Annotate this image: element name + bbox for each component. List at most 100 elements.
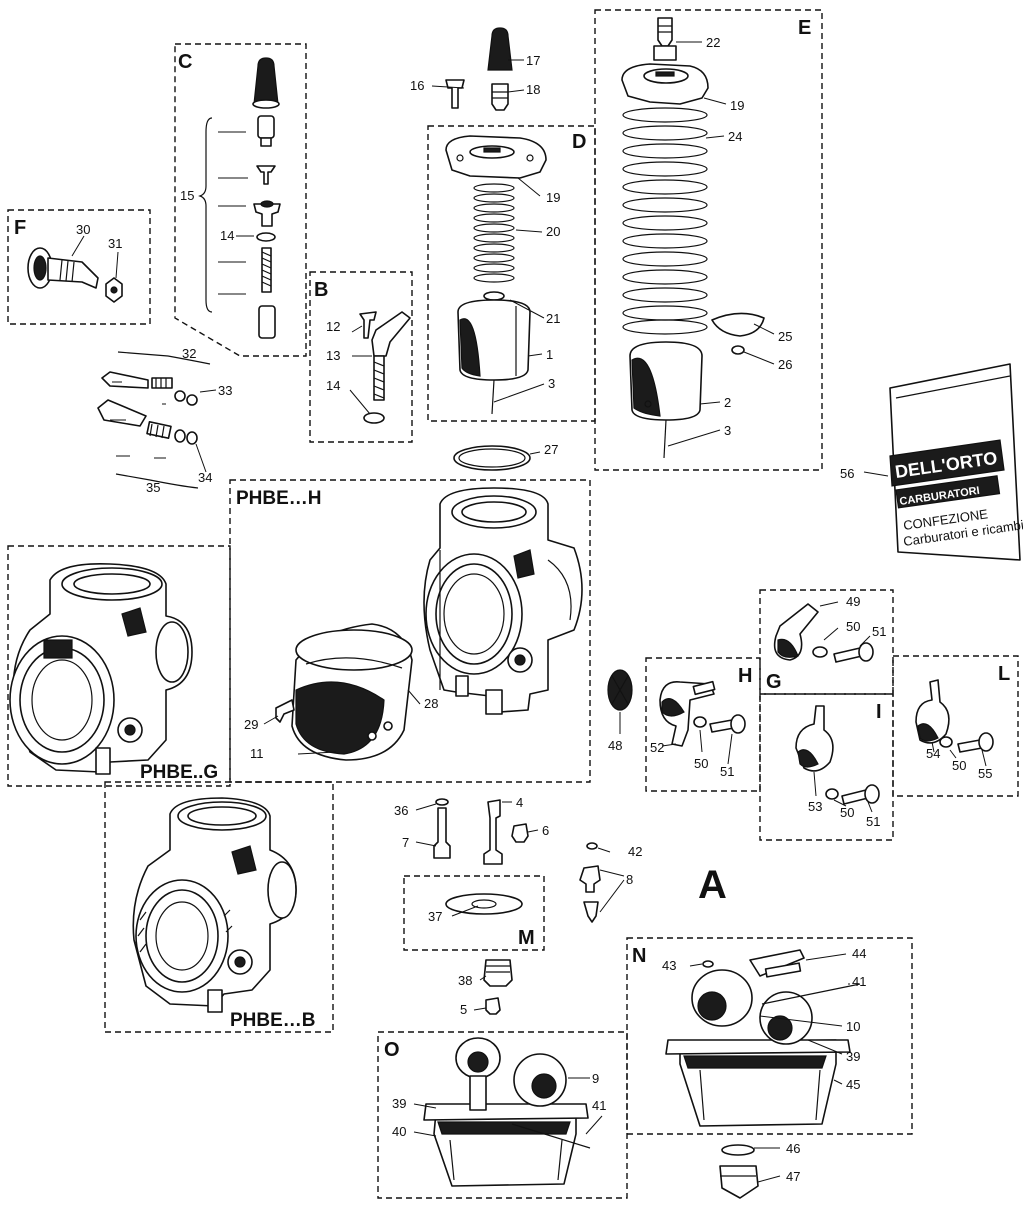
- part-15: 15: [180, 188, 194, 203]
- part-34: 34: [198, 470, 212, 485]
- float-bowl-n: [665, 949, 861, 1127]
- parts-bag-56: DELL'ORTO CARBURATORI CONFEZIONE Carbura…: [863, 363, 1023, 561]
- part-31: 31: [108, 236, 122, 251]
- part-3a: 3: [548, 376, 555, 391]
- part-44: 44: [852, 946, 866, 961]
- choke-o-ring: [256, 232, 276, 242]
- part-41b: 41: [852, 974, 866, 989]
- part-51a: 51: [872, 624, 886, 639]
- gasket-46: [721, 1144, 755, 1156]
- part-39a: 39: [392, 1096, 406, 1111]
- float-pin-41b: [761, 983, 861, 1005]
- part-38: 38: [458, 973, 472, 988]
- part-39b: 39: [846, 1049, 860, 1064]
- bolt-51a: [833, 647, 863, 663]
- part-25: 25: [778, 329, 792, 344]
- model-label-phbe-b: PHBE…B: [230, 1010, 316, 1031]
- box-g: [759, 589, 894, 695]
- part-37: 37: [428, 909, 442, 924]
- mixture-screw-33: [101, 371, 149, 389]
- part-51c: 51: [866, 814, 880, 829]
- clip-26: [731, 345, 745, 355]
- group-boxes: [7, 9, 1019, 1199]
- part-10: 10: [846, 1019, 860, 1034]
- label-f: F: [14, 217, 26, 239]
- drain-plug-47: [719, 1165, 759, 1199]
- model-label-phbe-g: PHBE..G: [140, 762, 218, 783]
- part-1: 1: [546, 347, 553, 362]
- carb-body-phbe-g: [9, 563, 193, 775]
- box-f: [7, 209, 151, 325]
- label-h: H: [738, 665, 752, 687]
- part-50a: 50: [846, 619, 860, 634]
- part-14b: 14: [326, 378, 340, 393]
- screw-16: [445, 79, 465, 109]
- carb-body-phbe-b: [132, 797, 297, 1013]
- label-i: I: [876, 701, 882, 723]
- needle-3b: [663, 419, 667, 459]
- box-letter-labels: C B F D E G H I L M N O: [14, 17, 1010, 1061]
- washer-50a: [812, 646, 828, 658]
- part-27: 27: [544, 442, 558, 457]
- part-51b: 51: [720, 764, 734, 779]
- label-g: G: [766, 671, 782, 693]
- cable-boot-17: [487, 27, 513, 71]
- choke-plunger: [258, 305, 276, 339]
- mixture-screw-34: [97, 399, 147, 427]
- part-45: 45: [846, 1077, 860, 1092]
- part-55: 55: [978, 766, 992, 781]
- part-4: 4: [516, 795, 523, 810]
- seat-38: [483, 959, 513, 987]
- part-49: 49: [846, 594, 860, 609]
- choke-nut: [257, 115, 275, 139]
- filter-48: [607, 669, 633, 734]
- float-pin-41a: [511, 1123, 591, 1149]
- part-46: 46: [786, 1141, 800, 1156]
- plate-25: [711, 312, 765, 337]
- o-ring-27: [453, 445, 531, 471]
- washer-50b: [693, 716, 707, 728]
- part-number-labels: 1 2 3 3 4 5 6 7 8 9 10 11 12 13 14 14 15…: [76, 35, 992, 1184]
- model-label-phbe-h: PHBE…H: [236, 488, 322, 509]
- part-16: 16: [410, 78, 424, 93]
- part-48: 48: [608, 738, 622, 753]
- label-o: O: [384, 1039, 400, 1061]
- label-m: M: [518, 927, 535, 949]
- part-5: 5: [460, 1002, 467, 1017]
- part-29: 29: [244, 717, 258, 732]
- part-2: 2: [724, 395, 731, 410]
- part-32: 32: [182, 346, 196, 361]
- jet-6: [511, 823, 529, 843]
- washer-42: [586, 842, 598, 850]
- part-50c: 50: [840, 805, 854, 820]
- part-28: 28: [424, 696, 438, 711]
- bolt-51c: [841, 789, 869, 805]
- atomizer-4: [483, 799, 503, 865]
- part-22: 22: [706, 35, 720, 50]
- clip-43: [702, 960, 714, 968]
- washer-50c: [825, 788, 839, 800]
- box-h: [645, 657, 761, 792]
- part-56: 56: [840, 466, 854, 481]
- part-36: 36: [394, 803, 408, 818]
- box-o: [377, 1031, 628, 1199]
- part-26: 26: [778, 357, 792, 372]
- choke-screw: [256, 165, 276, 185]
- part-41a: 41: [592, 1098, 606, 1113]
- bag-banner: [889, 439, 1005, 487]
- part-50b: 50: [694, 756, 708, 771]
- box-e: [594, 9, 823, 471]
- box-l: [892, 655, 1019, 797]
- group-d-slide-assembly: [431, 27, 547, 415]
- section-letter-a: A: [698, 863, 727, 907]
- float-arm-44: [749, 949, 805, 977]
- intake-sleeve-28: [291, 623, 421, 761]
- washer-50d: [939, 736, 953, 748]
- group-l-banjo: [915, 679, 994, 767]
- box-b: [309, 271, 413, 443]
- box-phbe-h: [229, 479, 591, 783]
- part-11: 11: [250, 746, 264, 761]
- part-54: 54: [926, 746, 940, 761]
- part-12: 12: [326, 319, 340, 334]
